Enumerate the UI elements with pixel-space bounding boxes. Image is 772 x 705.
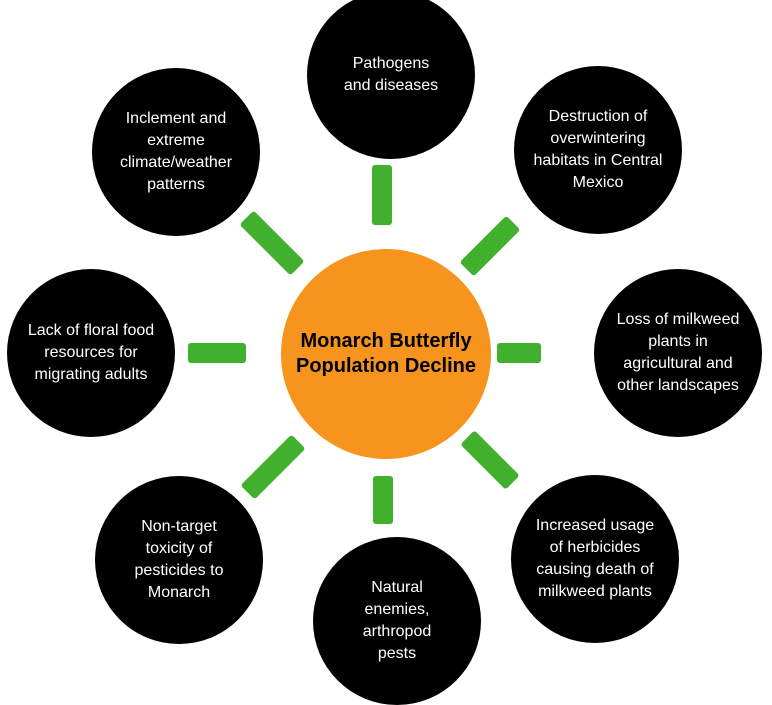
factor-overwintering-label: Destruction of overwintering habitats in… xyxy=(533,108,663,191)
factor-climate: Inclement and extreme climate/weather pa… xyxy=(92,68,260,236)
connector-overwintering xyxy=(459,215,521,277)
center-node: Monarch Butterfly Population Decline xyxy=(281,249,491,459)
factor-pathogens-label: Pathogens and diseases xyxy=(343,55,439,94)
factor-climate-label: Inclement and extreme climate/weather pa… xyxy=(119,110,233,193)
connector-milkweed-loss xyxy=(497,343,541,363)
factor-milkweed-loss-label: Loss of milkweed plants in agricultural … xyxy=(616,311,740,394)
factor-milkweed-loss: Loss of milkweed plants in agricultural … xyxy=(594,269,762,437)
connector-climate xyxy=(239,210,305,276)
connector-floral-food xyxy=(188,343,246,363)
factor-pesticides: Non-target toxicity of pesticides to Mon… xyxy=(95,476,263,644)
factor-pathogens: Pathogens and diseases xyxy=(307,0,475,159)
factor-herbicides: Increased usage of herbicides causing de… xyxy=(511,475,679,643)
connector-pesticides xyxy=(240,434,306,500)
connector-pathogens xyxy=(372,165,392,225)
connector-natural-enemies xyxy=(373,476,393,524)
factor-overwintering: Destruction of overwintering habitats in… xyxy=(514,66,682,234)
factor-herbicides-label: Increased usage of herbicides causing de… xyxy=(535,517,655,600)
factor-pesticides-label: Non-target toxicity of pesticides to Mon… xyxy=(134,518,224,601)
factor-natural-enemies-label: Natural enemies, arthropod pests xyxy=(362,579,432,662)
center-title: Monarch Butterfly Population Decline xyxy=(295,330,477,377)
connector-herbicides xyxy=(460,430,520,490)
factor-natural-enemies: Natural enemies, arthropod pests xyxy=(313,537,481,705)
factor-floral-food: Lack of floral food resources for migrat… xyxy=(7,269,175,437)
factor-floral-food-label: Lack of floral food resources for migrat… xyxy=(27,322,155,383)
